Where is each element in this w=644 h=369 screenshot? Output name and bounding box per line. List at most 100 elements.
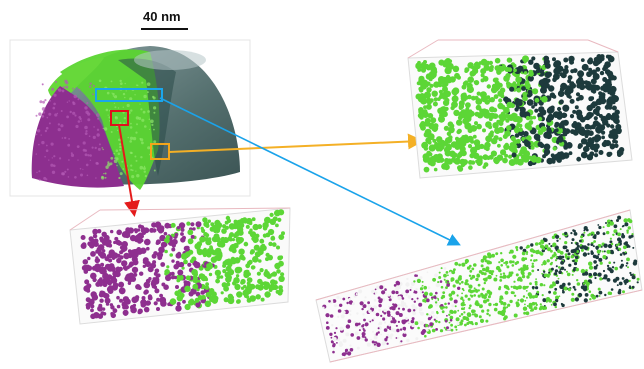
dome-texture-dot bbox=[143, 170, 146, 173]
atom-dot bbox=[604, 293, 607, 297]
atom-dot bbox=[389, 316, 393, 321]
atom-dot bbox=[169, 298, 177, 305]
atom-dot bbox=[373, 343, 376, 346]
atom-dot bbox=[428, 152, 433, 157]
atom-dot bbox=[483, 281, 486, 285]
atom-dot bbox=[132, 249, 137, 253]
atom-dot bbox=[534, 280, 538, 284]
atom-dot bbox=[460, 313, 464, 316]
atom-dot bbox=[578, 94, 584, 101]
atom-dot bbox=[586, 228, 589, 232]
atom-dot bbox=[383, 311, 387, 315]
atom-dot bbox=[451, 95, 459, 103]
dome-texture-dot bbox=[61, 137, 64, 139]
atom-dot bbox=[516, 87, 522, 93]
atom-dot bbox=[342, 297, 346, 301]
atom-dot bbox=[116, 304, 121, 309]
atom-dot bbox=[395, 311, 400, 316]
atom-dot bbox=[85, 302, 91, 308]
atom-dot bbox=[587, 138, 592, 143]
atom-dot bbox=[515, 76, 522, 83]
atom-dot bbox=[573, 262, 578, 266]
atom-dot bbox=[609, 240, 613, 244]
atom-dot bbox=[519, 106, 526, 113]
dome-texture-dot bbox=[107, 161, 110, 164]
atom-dot bbox=[225, 215, 231, 221]
atom-dot bbox=[393, 329, 397, 333]
atom-dot bbox=[618, 281, 623, 286]
atom-dot bbox=[388, 325, 392, 329]
atom-dot bbox=[592, 245, 595, 248]
dome-texture-dot bbox=[98, 79, 102, 83]
atom-dot bbox=[476, 123, 482, 130]
atom-dot bbox=[276, 269, 281, 274]
atom-dot bbox=[223, 285, 230, 292]
dome-texture-dot bbox=[112, 92, 115, 96]
atom-dot bbox=[557, 106, 562, 112]
atom-dot bbox=[583, 229, 586, 232]
atom-dot bbox=[617, 242, 620, 246]
dome-texture-dot bbox=[129, 126, 133, 129]
dome-texture-dot bbox=[48, 122, 51, 125]
atom-dot bbox=[344, 309, 349, 315]
atom-dot bbox=[539, 305, 544, 310]
atom-dot bbox=[482, 256, 487, 261]
atom-dot bbox=[451, 290, 456, 295]
dome-texture-dot bbox=[59, 157, 62, 160]
atom-dot bbox=[608, 261, 611, 265]
atom-dot bbox=[624, 222, 629, 227]
atom-dot bbox=[129, 304, 136, 311]
atom-dot bbox=[448, 293, 453, 297]
atom-dot bbox=[505, 118, 510, 123]
atom-dot bbox=[156, 297, 161, 302]
atom-dot bbox=[506, 265, 510, 269]
atom-dot bbox=[541, 294, 544, 297]
atom-dot bbox=[339, 297, 342, 300]
atom-dot bbox=[524, 299, 527, 302]
atom-dot bbox=[433, 167, 438, 172]
atom-dot bbox=[572, 229, 575, 232]
atom-dot bbox=[474, 322, 478, 326]
atom-dot bbox=[362, 324, 365, 327]
atom-dot bbox=[483, 162, 489, 168]
atom-dot bbox=[332, 343, 336, 347]
atom-dot bbox=[170, 222, 176, 228]
dome-texture-dot bbox=[63, 136, 67, 140]
dome-texture-dot bbox=[136, 123, 138, 126]
atom-dot bbox=[582, 252, 588, 257]
atom-dot bbox=[621, 234, 626, 239]
dome-texture-dot bbox=[89, 82, 92, 85]
atom-dot bbox=[427, 113, 434, 119]
atom-dot bbox=[559, 152, 566, 160]
atom-dot bbox=[220, 291, 224, 295]
atom-dot bbox=[402, 332, 407, 338]
atom-dot bbox=[205, 233, 210, 238]
atom-dot bbox=[457, 309, 460, 312]
dome-texture-dot bbox=[144, 125, 147, 128]
atom-dot bbox=[459, 315, 461, 318]
atom-dot bbox=[163, 284, 169, 291]
atom-dot bbox=[496, 65, 503, 72]
atom-dot bbox=[517, 299, 520, 302]
atom-dot bbox=[122, 265, 127, 270]
atom-dot bbox=[489, 97, 495, 103]
atom-dot bbox=[561, 112, 567, 119]
atom-dot bbox=[351, 302, 355, 306]
atom-dot bbox=[206, 292, 211, 298]
dome-texture-dot bbox=[73, 94, 78, 99]
atom-dot bbox=[371, 306, 374, 309]
atom-dot bbox=[361, 307, 364, 311]
atom-dot bbox=[597, 224, 600, 226]
atom-dot bbox=[252, 223, 259, 231]
atom-dot bbox=[625, 264, 628, 267]
atom-dot bbox=[610, 124, 615, 129]
dome-texture-dot bbox=[92, 84, 95, 87]
atom-dot bbox=[435, 319, 438, 323]
atom-dot bbox=[119, 250, 124, 255]
dome-texture-dot bbox=[146, 91, 149, 94]
atom-dot bbox=[374, 288, 377, 291]
dome-texture-dot bbox=[53, 155, 56, 158]
atom-dot bbox=[332, 339, 336, 342]
atom-dot bbox=[560, 82, 568, 90]
dome-texture-dot bbox=[122, 106, 125, 108]
